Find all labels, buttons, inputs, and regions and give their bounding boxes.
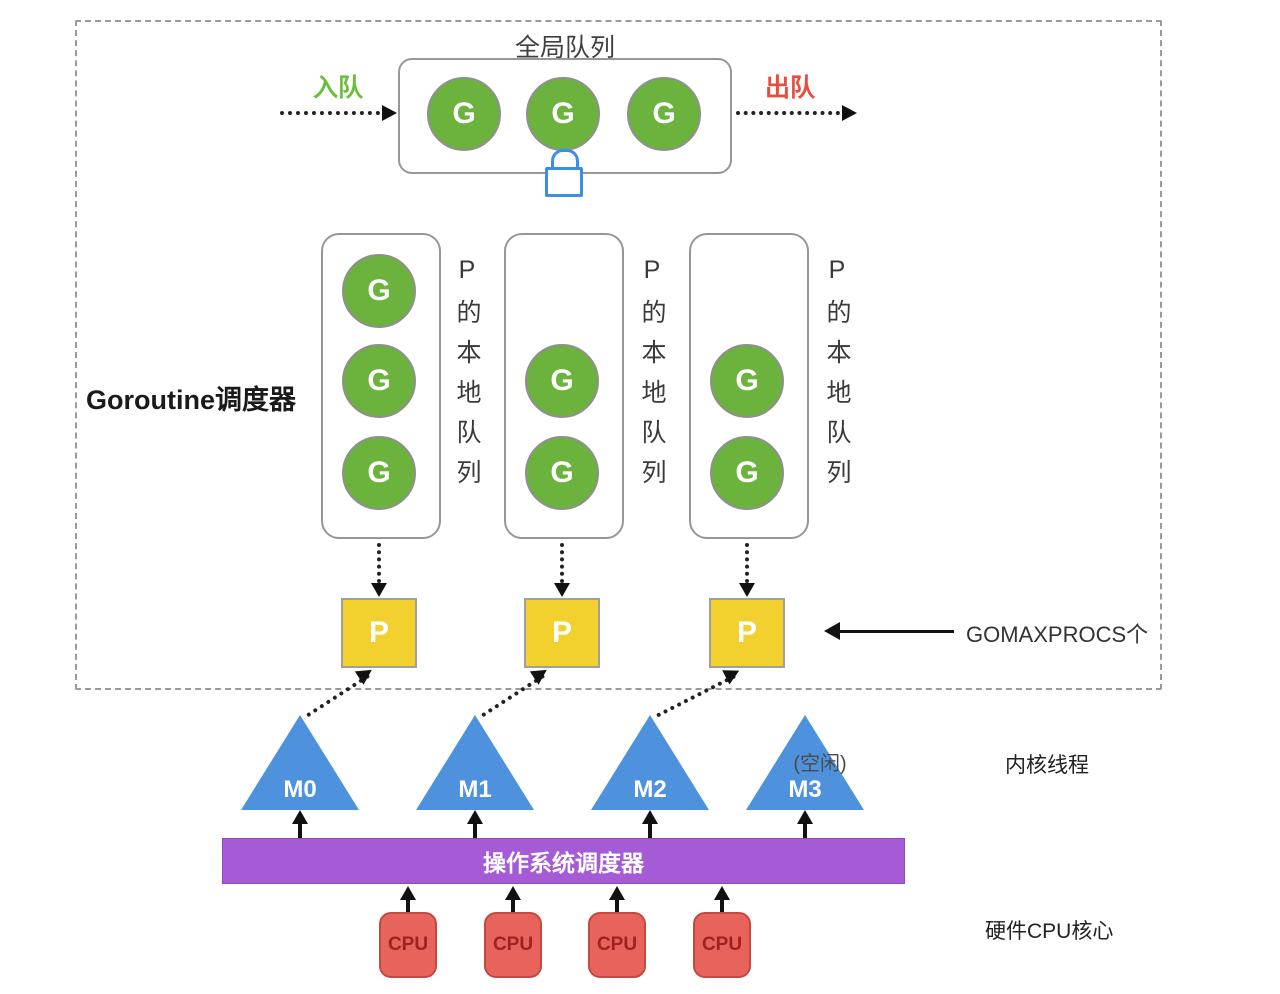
goroutine-scheduler-label: Goroutine调度器 (86, 385, 296, 415)
gomaxprocs-arrow-line (840, 630, 954, 633)
cpu-core-box: CPU (693, 912, 751, 978)
cpu-core-box: CPU (379, 912, 437, 978)
machine-triangle: M1 (416, 715, 534, 810)
lock-icon (545, 167, 583, 197)
dequeue-arrow-line (736, 111, 840, 115)
processor-p-square: P (524, 598, 600, 668)
gomaxprocs-label: GOMAXPROCS个 (966, 622, 1149, 647)
cpu-to-os-arrowhead-icon (609, 886, 625, 900)
machine-label: M2 (633, 776, 667, 803)
scheduler-boundary-box (75, 20, 1162, 690)
cpu-core-box: CPU (588, 912, 646, 978)
os-to-m-arrowhead-icon (292, 810, 308, 824)
os-to-m-arrowhead-icon (467, 810, 483, 824)
machine-label: M1 (458, 776, 492, 803)
local-queue-label: P的本地队列 (823, 256, 851, 499)
queue-to-p-arrow-line (745, 543, 749, 583)
cpu-to-os-arrow-line (720, 898, 724, 912)
goroutine-circle: G (526, 77, 600, 151)
local-queue-label: P的本地队列 (638, 256, 666, 499)
machine-triangle: M2 (591, 715, 709, 810)
lock-icon (551, 149, 579, 174)
cpu-to-os-arrowhead-icon (400, 886, 416, 900)
local-queue-label: P的本地队列 (453, 256, 481, 499)
queue-to-p-arrowhead-icon (371, 583, 387, 597)
processor-p-square: P (709, 598, 785, 668)
gomaxprocs-arrowhead-icon (824, 622, 840, 640)
goroutine-circle: G (710, 436, 784, 510)
dequeue-label: 出队 (764, 74, 815, 102)
os-to-m-arrow-line (473, 822, 477, 838)
idle-note: (空闲) (793, 753, 847, 775)
cpu-to-os-arrow-line (511, 898, 515, 912)
queue-to-p-arrowhead-icon (739, 583, 755, 597)
goroutine-circle: G (342, 344, 416, 418)
cpu-to-os-arrow-line (615, 898, 619, 912)
cpu-to-os-arrowhead-icon (505, 886, 521, 900)
processor-p-square: P (341, 598, 417, 668)
machine-triangle: M0 (241, 715, 359, 810)
os-to-m-arrow-line (803, 822, 807, 838)
os-to-m-arrowhead-icon (642, 810, 658, 824)
queue-to-p-arrowhead-icon (554, 583, 570, 597)
os-to-m-arrowhead-icon (797, 810, 813, 824)
goroutine-circle: G (627, 77, 701, 151)
goroutine-circle: G (427, 77, 501, 151)
goroutine-circle: G (342, 436, 416, 510)
os-to-m-arrow-line (648, 822, 652, 838)
goroutine-circle: G (342, 254, 416, 328)
os-scheduler-bar: 操作系统调度器 (222, 838, 905, 884)
enqueue-arrowhead-icon (382, 105, 397, 121)
machine-label: M0 (283, 776, 317, 803)
kernel-thread-label: 内核线程 (1005, 754, 1089, 777)
queue-to-p-arrow-line (560, 543, 564, 583)
machine-label: M3 (788, 776, 822, 803)
cpu-to-os-arrowhead-icon (714, 886, 730, 900)
goroutine-circle: G (710, 344, 784, 418)
enqueue-arrow-line (280, 111, 380, 115)
goroutine-circle: G (525, 344, 599, 418)
global-queue-title: 全局队列 (514, 34, 615, 62)
cpu-core-box: CPU (484, 912, 542, 978)
cpu-to-os-arrow-line (406, 898, 410, 912)
os-to-m-arrow-line (298, 822, 302, 838)
hardware-cpu-label: 硬件CPU核心 (985, 920, 1114, 943)
queue-to-p-arrow-line (377, 543, 381, 583)
enqueue-label: 入队 (312, 74, 363, 102)
goroutine-circle: G (525, 436, 599, 510)
dequeue-arrowhead-icon (842, 105, 857, 121)
